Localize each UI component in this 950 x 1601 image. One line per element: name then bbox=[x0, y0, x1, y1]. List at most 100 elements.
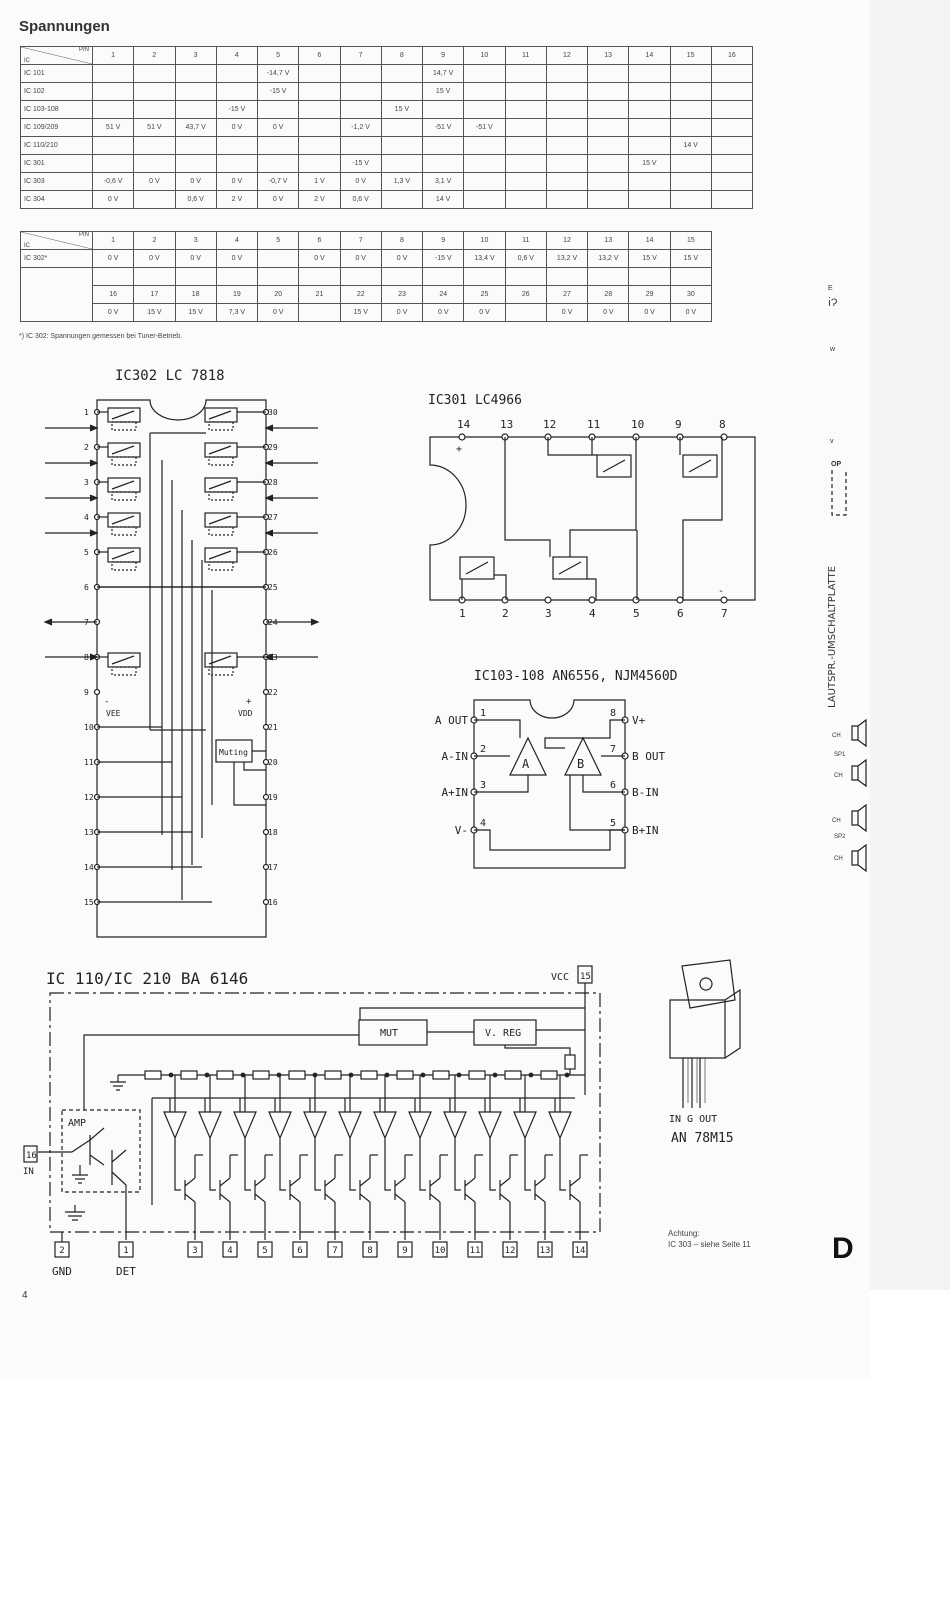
ic301-pin-label: 14 bbox=[457, 418, 471, 431]
ic103-pin-number: 7 bbox=[610, 744, 616, 755]
resistor bbox=[360, 1070, 378, 1080]
comparator bbox=[233, 1111, 257, 1140]
ba6146-pin-number: 7 bbox=[332, 1246, 337, 1256]
page-number: 4 bbox=[22, 1290, 28, 1301]
switch-contact bbox=[111, 445, 135, 455]
vreg-label: V. REG bbox=[485, 1028, 521, 1039]
ba6146-pin-number: 2 bbox=[59, 1246, 64, 1256]
switch-contact bbox=[208, 550, 232, 560]
vee-label: VEE bbox=[106, 709, 121, 718]
resistor bbox=[396, 1070, 414, 1080]
ba6146-pin-box bbox=[257, 1241, 273, 1258]
side-fragment-e: E bbox=[828, 285, 833, 292]
ic302-pin-label: 13 bbox=[84, 828, 94, 837]
corner-pin-label: PIN bbox=[78, 232, 89, 239]
comparator bbox=[303, 1111, 327, 1140]
output-transistor bbox=[324, 1177, 336, 1203]
resistor bbox=[144, 1070, 162, 1080]
output-transistor bbox=[219, 1177, 231, 1203]
voltage-cell: 15 V bbox=[339, 303, 382, 322]
side-vertical-title: LAUTSPR.-UMSCHALTPLATTE bbox=[827, 566, 837, 708]
output-transistor bbox=[359, 1177, 371, 1203]
ic103-pin-number: 4 bbox=[480, 818, 486, 829]
node-dot bbox=[456, 1072, 462, 1078]
table-footnote: *) IC 302: Spannungen gemessen bei Tuner… bbox=[19, 333, 183, 340]
corner-ic-label: IC bbox=[24, 58, 30, 64]
table-corner-cell: PIN IC bbox=[20, 46, 93, 65]
ic302-pin-label: 16 bbox=[268, 898, 278, 907]
ba6146-pin-number: 8 bbox=[367, 1246, 372, 1256]
regulator-pin-labels: IN G OUT bbox=[669, 1114, 717, 1125]
ic103-pin-label: V- bbox=[455, 824, 468, 837]
switch-ctrl bbox=[111, 421, 137, 431]
ba6146-pin-number: 6 bbox=[297, 1246, 302, 1256]
corner-ic-label: IC bbox=[24, 243, 30, 249]
switch-contact bbox=[208, 445, 232, 455]
corner-pin-label: PIN bbox=[78, 47, 89, 54]
ic301-pin-label: 2 bbox=[502, 607, 509, 620]
ic103-pin-label: A-IN bbox=[442, 750, 469, 763]
resistor bbox=[252, 1070, 270, 1080]
ic301-pin-label: 11 bbox=[587, 418, 600, 431]
ic302-pin-label: 3 bbox=[84, 478, 89, 487]
ic302-pin-label: 20 bbox=[268, 758, 278, 767]
ic302-pin-label: 27 bbox=[268, 513, 278, 522]
voltage-cell: 0 V bbox=[628, 303, 671, 322]
switch-contact bbox=[111, 480, 135, 490]
in-label: IN bbox=[23, 1167, 34, 1177]
resistor bbox=[180, 1070, 198, 1080]
switch-ctrl bbox=[208, 421, 234, 431]
switch-contact bbox=[208, 480, 232, 490]
ic103-pin-number: 1 bbox=[480, 708, 486, 719]
voltage-cell: 0,6 V bbox=[174, 190, 217, 209]
resistor bbox=[504, 1070, 522, 1080]
ba6146-pin-box bbox=[222, 1241, 238, 1258]
ic302-pin-label: 18 bbox=[268, 828, 278, 837]
resistor bbox=[540, 1070, 558, 1080]
ba6146-pin-box bbox=[187, 1241, 203, 1258]
side-ch-3: CH bbox=[832, 818, 841, 824]
ic301-pin-label: 1 bbox=[459, 607, 466, 620]
table-corner-cell: PIN IC bbox=[20, 231, 93, 250]
ba6146-pin-number: 10 bbox=[435, 1246, 446, 1256]
op-amp-b-label: B bbox=[577, 757, 584, 771]
pin-dot bbox=[501, 596, 509, 604]
ba6146-pin-box bbox=[537, 1241, 553, 1258]
voltage-cell: 0 V bbox=[463, 303, 506, 322]
ic302-pin-label: 22 bbox=[268, 688, 278, 697]
op-amp-a-label: A bbox=[522, 757, 530, 771]
ba6146-pin-number: 4 bbox=[227, 1246, 232, 1256]
switch-contact bbox=[111, 515, 135, 525]
voltage-cell: 0 V bbox=[422, 303, 465, 322]
pin-header: 12 bbox=[545, 231, 589, 250]
resistor bbox=[324, 1070, 342, 1080]
node-dot bbox=[240, 1072, 246, 1078]
muting-label: Muting bbox=[219, 748, 248, 757]
voltage-cell bbox=[710, 190, 754, 209]
ba6146-pin-number: 3 bbox=[192, 1246, 197, 1256]
ic302-pin-label: 6 bbox=[84, 583, 89, 592]
ba6146-pin-box bbox=[572, 1241, 588, 1258]
switch-contact bbox=[111, 655, 135, 665]
pin-dot bbox=[262, 863, 270, 871]
voltage-cell: 0 V bbox=[545, 303, 589, 322]
pin-dot bbox=[262, 898, 270, 906]
side-fragment-d: D bbox=[832, 1232, 854, 1265]
comparator bbox=[548, 1111, 572, 1140]
ic301-minus: - bbox=[718, 586, 724, 597]
ic103-pin-number: 8 bbox=[610, 708, 616, 719]
ic301-pin-label: 13 bbox=[500, 418, 513, 431]
pin-dot bbox=[93, 688, 101, 696]
ic110-diagram: IC 110/IC 210 BA 6146 VCC 15 MUT V. REG bbox=[23, 965, 601, 1278]
comparator bbox=[338, 1111, 362, 1140]
output-transistor bbox=[184, 1177, 196, 1203]
ba6146-pin-box bbox=[327, 1241, 343, 1258]
ic103-body bbox=[473, 699, 626, 869]
ic302-title: IC302 LC 7818 bbox=[115, 368, 225, 384]
ic302-pin-label: 29 bbox=[268, 443, 278, 452]
ic103-pin-label: V+ bbox=[632, 714, 646, 727]
ic103-pin-number: 2 bbox=[480, 744, 486, 755]
vcc-pin: 15 bbox=[580, 972, 591, 982]
